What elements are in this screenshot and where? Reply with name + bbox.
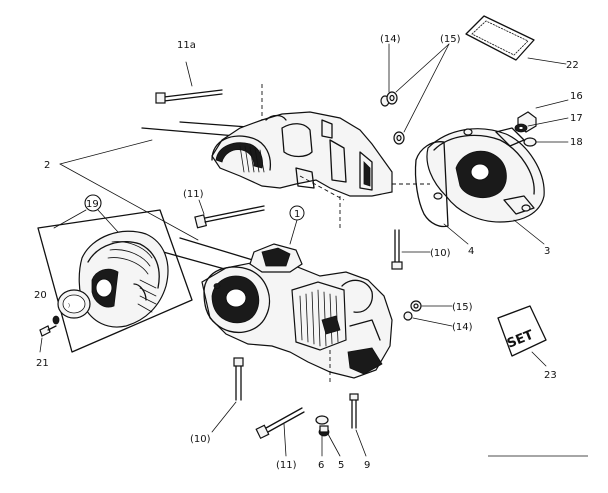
part-11a-bolt [155,61,223,104]
label-9: 9 [364,460,370,471]
label-14-top: (14) [380,34,401,45]
label-23: 23 [544,370,557,381]
upper-bearing-ribs [239,145,265,173]
label-22: 22 [566,60,579,71]
decal-set-text: SET [505,328,536,352]
label-2: 2 [44,160,50,171]
label-4: 4 [468,246,474,257]
upper-crankcase-half [141,84,430,230]
leader-2-upper [59,139,153,165]
label-1: 1 [294,209,300,220]
label-15-low: (15) [452,302,473,313]
part-1-callout [289,205,305,245]
label-10-low: (10) [190,434,211,445]
label-6: 6 [318,460,324,471]
svg-text:): ) [68,303,70,309]
label-19: 19 [86,199,99,210]
part-20-21-screw-washer [39,315,60,353]
part-14-15-washers-top [380,43,450,145]
part-23-set-decal: SET [497,305,547,367]
label-15-top: (15) [440,34,461,45]
label-16: 16 [570,91,583,102]
part-16-17-18-fasteners [514,99,569,147]
label-20: 20 [34,290,47,301]
part-14-15-washers-low [403,300,453,327]
label-10-mid: (10) [430,248,451,259]
label-11-low: (11) [276,460,297,471]
part-19-starter-cover: ) [37,194,193,353]
part-9-stud [349,393,367,457]
part-22-gasket [465,15,567,65]
leader-2-lower [59,163,199,241]
label-11a: 11a [177,40,196,51]
part-10-bolt-low [211,357,244,433]
label-21: 21 [36,358,49,369]
label-17: 17 [570,113,583,124]
label-11-mid: (11) [183,189,204,200]
label-18: 18 [570,137,583,148]
part-11-bolt-mid [194,199,265,229]
label-3: 3 [544,246,550,257]
part-10-bolt-mid [391,229,431,270]
lower-crankcase-half [155,237,393,382]
part-5-6-fasteners [315,415,341,457]
part-11-bolt-low [255,407,305,457]
label-14-low: (14) [452,322,473,333]
label-5: 5 [338,460,344,471]
part-3-4-side-cover [414,127,545,245]
